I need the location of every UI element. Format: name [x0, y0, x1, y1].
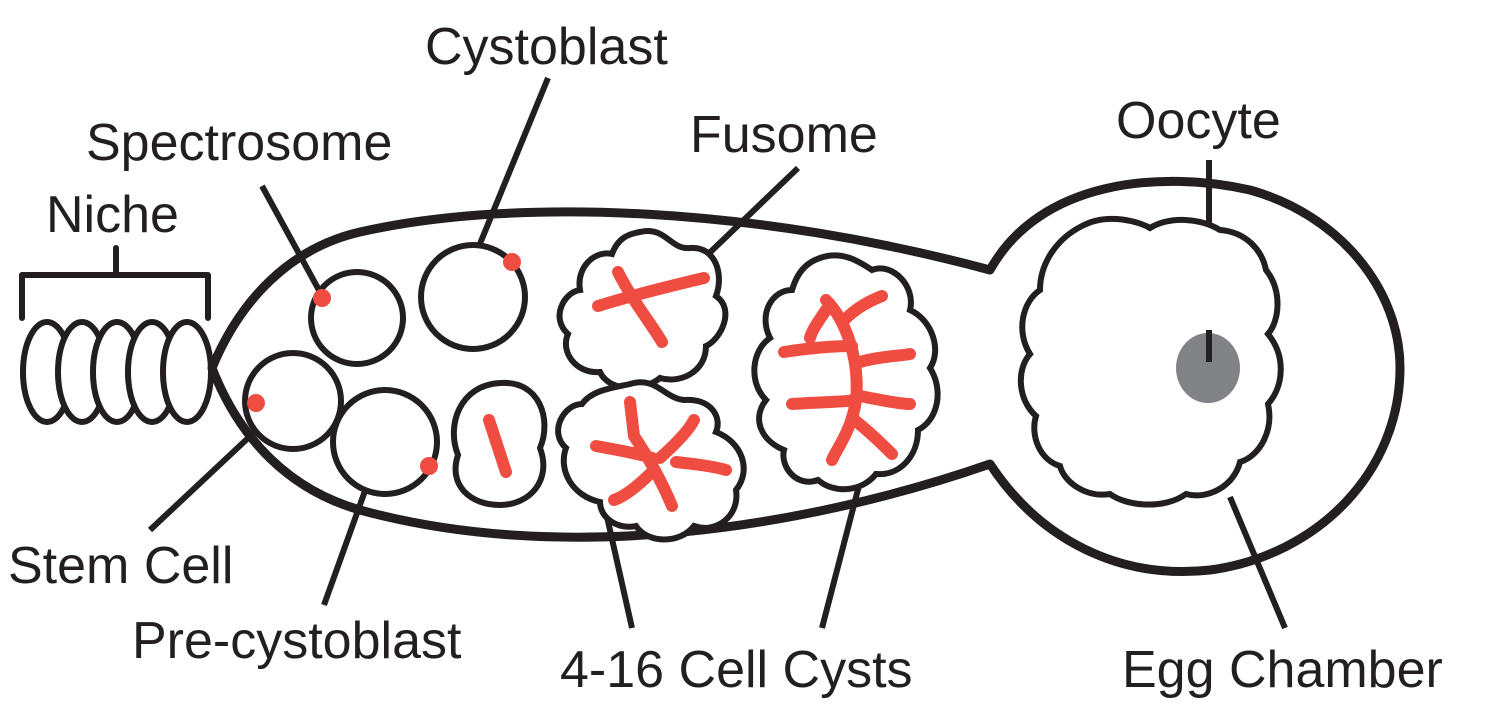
label-cell-cysts: 4-16 Cell Cysts [560, 641, 913, 699]
niche-bracket [19, 245, 211, 321]
label-pre-cystoblast: Pre-cystoblast [132, 612, 462, 670]
fusome-lower [590, 396, 732, 512]
label-cystoblast: Cystoblast [425, 18, 668, 76]
spectrosome-cell [308, 269, 406, 367]
pre-cystoblast-spectrosome [420, 457, 438, 475]
stem-cell [242, 350, 344, 452]
egg-chamber-cell [1017, 215, 1284, 508]
label-fusome: Fusome [690, 106, 878, 164]
label-oocyte: Oocyte [1116, 92, 1281, 150]
niche-coils [20, 319, 214, 425]
spectrosome-dot [313, 289, 331, 307]
cystoblast-spectrosome [503, 253, 521, 271]
four-cell-cyst-lower [555, 379, 747, 543]
pre-cystoblast-cell [330, 387, 440, 497]
four-cell-cyst-upper [556, 228, 729, 392]
stem-cell-spectrosome [247, 394, 265, 412]
label-stem-cell: Stem Cell [8, 537, 233, 595]
fusome-upper [592, 266, 710, 348]
oocyte-nucleus [1176, 333, 1240, 403]
germarium-outline [207, 176, 1405, 576]
sixteen-cell-cyst [751, 252, 941, 493]
two-cell-cyst [450, 379, 548, 509]
label-niche: Niche [46, 186, 179, 244]
label-egg-chamber: Egg Chamber [1122, 641, 1443, 699]
cystoblast-cell [418, 242, 528, 352]
label-spectrosome: Spectrosome [86, 114, 392, 172]
fusome-sixteen [778, 290, 916, 466]
